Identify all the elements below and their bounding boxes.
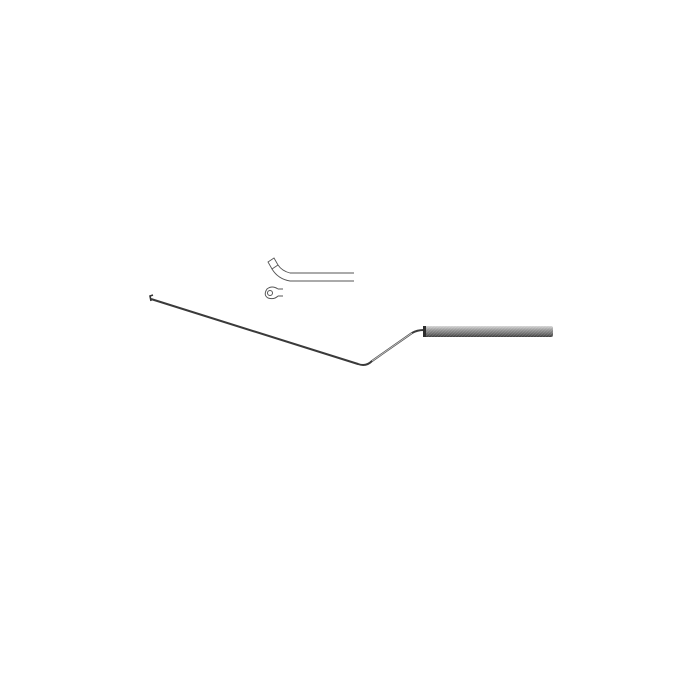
hook-tip: [149, 294, 154, 302]
shaft: [150, 298, 425, 366]
tip-detail-side-view: [267, 257, 354, 282]
surgical-instrument: [149, 294, 553, 366]
tip-detail-end-view: [264, 286, 283, 300]
